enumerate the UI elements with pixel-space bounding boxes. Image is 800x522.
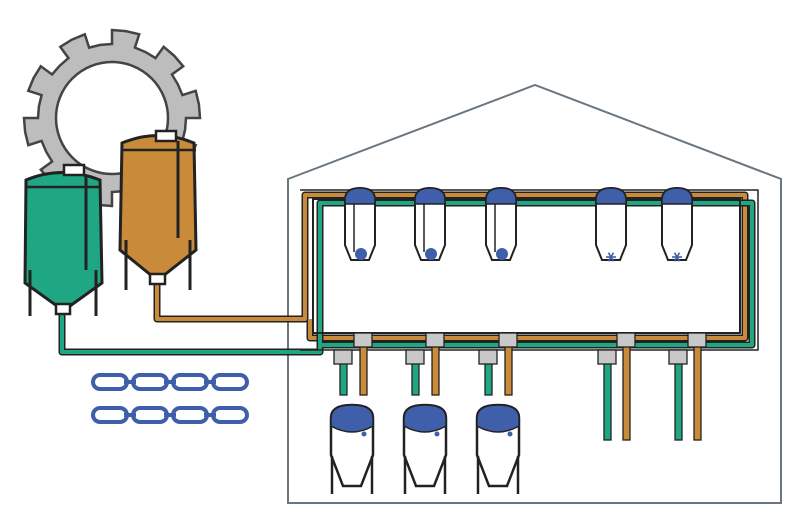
fan-blade <box>610 252 615 258</box>
feeder-cap <box>344 187 376 205</box>
ball-feeder <box>485 186 517 261</box>
green-connector <box>478 349 498 365</box>
feeder-cap <box>595 187 627 205</box>
chain-link <box>211 373 249 391</box>
tank-indicator <box>361 431 367 437</box>
chain-link <box>131 406 169 424</box>
feed-tank <box>329 403 375 494</box>
drop-line <box>333 332 373 396</box>
amber-drop <box>431 344 440 396</box>
tank-lid <box>476 404 520 433</box>
chain-link <box>131 373 169 391</box>
feed-tank <box>475 403 521 494</box>
chain-link <box>211 406 249 424</box>
chains <box>91 373 249 424</box>
chain-link <box>171 373 209 391</box>
tank-indicator <box>507 431 513 437</box>
barn-outline <box>287 83 782 504</box>
amber-connector <box>425 332 445 348</box>
drop-line <box>597 332 636 441</box>
tank-lid <box>403 404 447 433</box>
ball-feeder <box>344 186 376 261</box>
amber-drop <box>504 344 513 396</box>
amber-connector <box>353 332 373 348</box>
supply-pipes <box>58 189 759 356</box>
amber-connector <box>616 332 636 348</box>
fan-feeder <box>595 186 627 262</box>
fan-icon <box>672 252 682 262</box>
green-connector <box>668 349 688 365</box>
amber-connector <box>687 332 707 348</box>
amber-silo <box>118 129 198 290</box>
feeder-ball <box>425 248 437 260</box>
green-drop <box>603 354 612 441</box>
fan-feeder <box>661 186 693 262</box>
feeder-ball <box>355 248 367 260</box>
fan-icon <box>606 252 616 262</box>
feed-tank <box>402 403 448 494</box>
amber-supply-pipe <box>153 191 749 342</box>
amber-drop <box>693 344 702 441</box>
chain-link <box>91 373 129 391</box>
feeder-ball <box>496 248 508 260</box>
feeder-cap <box>661 187 693 205</box>
chain-link <box>171 406 209 424</box>
chain-link-icon <box>91 406 249 424</box>
feed-tanks <box>329 403 521 494</box>
green-connector <box>333 349 353 365</box>
green-connector <box>405 349 425 365</box>
feeder-cap <box>414 187 446 205</box>
chain-link-icon <box>91 373 249 391</box>
tank-indicator <box>434 431 440 437</box>
amber-drop <box>359 344 368 396</box>
green-drop <box>674 354 683 441</box>
feeder-cap <box>485 187 517 205</box>
lower-distribution <box>333 332 707 441</box>
ball-feeder <box>414 186 446 261</box>
amber-connector <box>498 332 518 348</box>
upper-feeders <box>344 186 693 262</box>
green-connector <box>597 349 617 365</box>
drop-line <box>668 332 707 441</box>
drop-line <box>405 332 445 396</box>
amber-drop <box>622 344 631 441</box>
chain-link <box>91 406 129 424</box>
drop-line <box>478 332 518 396</box>
fan-blade <box>676 252 681 258</box>
tank-lid <box>330 404 374 433</box>
green-silo <box>23 163 104 316</box>
